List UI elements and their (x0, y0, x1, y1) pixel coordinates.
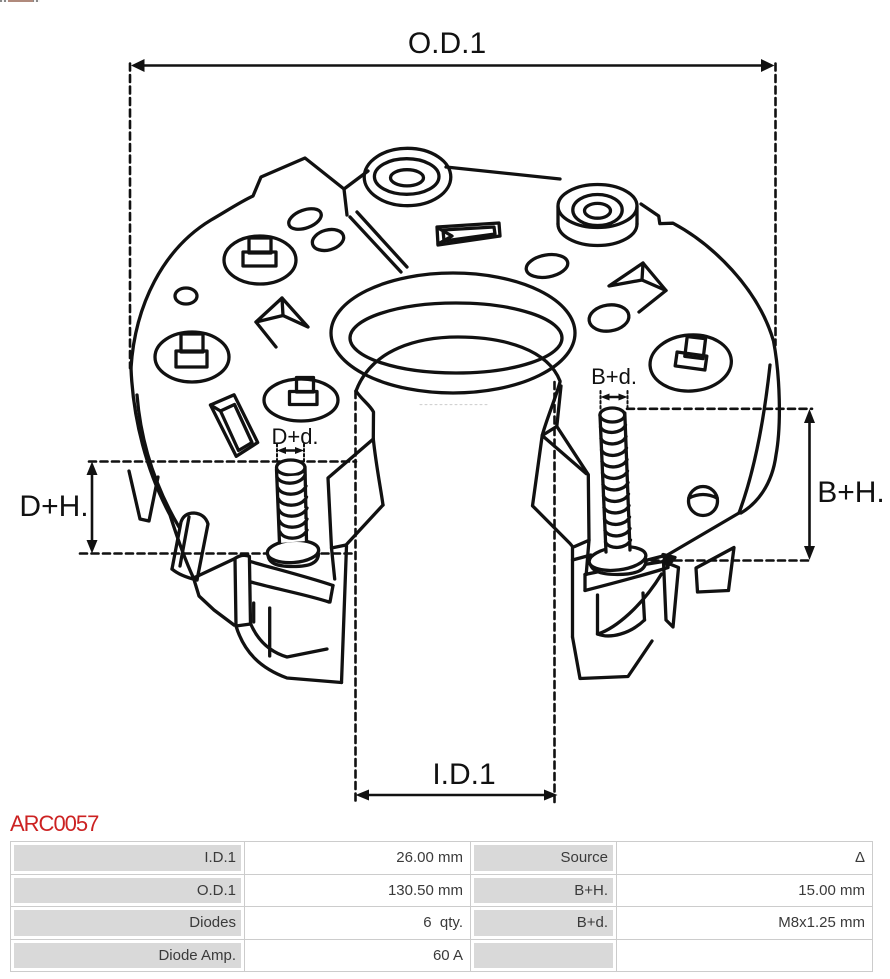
svg-text:I.D.1: I.D.1 (432, 758, 495, 791)
svg-text:B+H.: B+H. (817, 476, 885, 509)
svg-text:D+d.: D+d. (271, 424, 318, 449)
svg-text:O.D.1: O.D.1 (408, 27, 486, 60)
svg-text:B+d.: B+d. (591, 364, 637, 389)
svg-text:D+H.: D+H. (19, 490, 88, 523)
